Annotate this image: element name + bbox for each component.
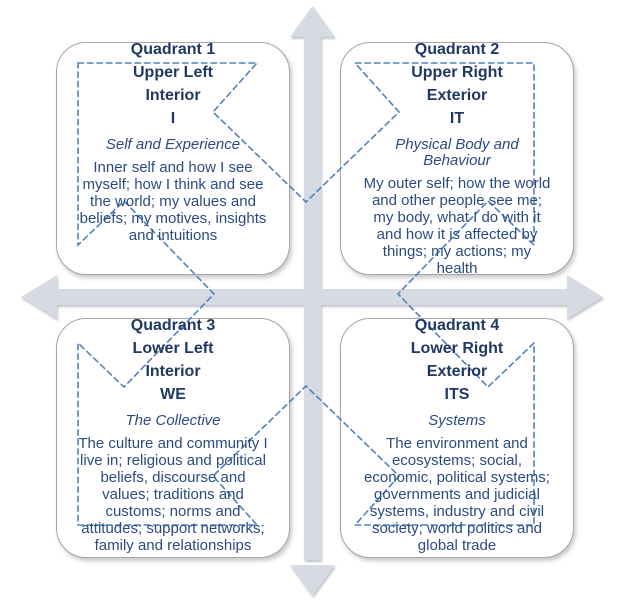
quadrant-3-description: The culture and community I live in; rel… — [78, 435, 268, 554]
quadrant-1-title: Quadrant 1 — [130, 41, 216, 58]
quadrant-3-position: Lower Left — [132, 340, 214, 357]
quadrant-4-description: The environment and ecosystems; social, … — [364, 435, 550, 554]
quadrant-2-content: Quadrant 2 Upper Right Exterior IT Physi… — [340, 38, 574, 277]
quadrant-1-subtitle: Self and Experience — [105, 136, 241, 153]
quadrant-2-position: Upper Right — [411, 64, 503, 81]
quadrant-4-title: Quadrant 4 — [414, 317, 500, 334]
quadrant-1-description: Inner self and how I see myself; how I t… — [79, 159, 267, 244]
quadrant-4-subtitle: Systems — [428, 412, 486, 429]
quadrant-3-title: Quadrant 3 — [130, 317, 216, 334]
up-arrowhead-icon — [290, 6, 335, 37]
quadrant-3-content: Quadrant 3 Lower Left Interior WE The Co… — [56, 314, 290, 554]
quadrant-4-aspect: Exterior — [426, 363, 488, 380]
quadrant-3-subtitle: The Collective — [125, 412, 221, 429]
quadrant-1-pronoun: I — [170, 110, 176, 127]
quadrant-1-aspect: Interior — [145, 87, 201, 104]
quadrant-3-pronoun: WE — [160, 386, 186, 403]
right-arrowhead-icon — [567, 275, 603, 319]
down-arrowhead-icon — [290, 565, 335, 596]
horizontal-axis-shaft — [52, 289, 570, 305]
quadrant-4-pronoun: ITS — [444, 386, 470, 403]
left-arrowhead-icon — [21, 275, 57, 319]
quadrant-3-aspect: Interior — [145, 363, 201, 380]
quadrant-2-title: Quadrant 2 — [414, 41, 500, 58]
quadrant-4-position: Lower Right — [410, 340, 504, 357]
quadrant-2-subtitle: Physical Body and Behaviour — [395, 136, 519, 169]
quadrant-2-aspect: Exterior — [426, 87, 488, 104]
quadrant-4-content: Quadrant 4 Lower Right Exterior ITS Syst… — [340, 314, 574, 554]
quadrant-1-position: Upper Left — [133, 64, 213, 81]
quadrant-1-content: Quadrant 1 Upper Left Interior I Self an… — [56, 38, 290, 244]
quadrant-2-pronoun: IT — [449, 110, 465, 127]
quadrant-2-description: My outer self; how the world and other p… — [363, 175, 551, 277]
